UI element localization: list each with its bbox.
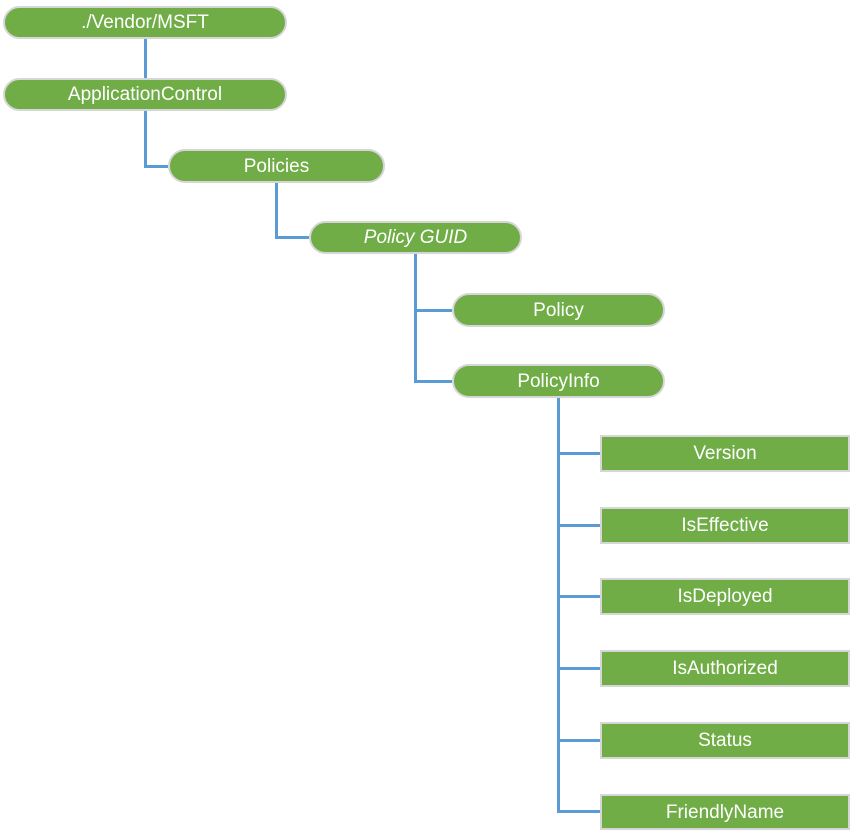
- node-policy-info: PolicyInfo: [452, 364, 665, 398]
- node-is-authorized: IsAuthorized: [600, 650, 850, 687]
- node-version: Version: [600, 435, 850, 472]
- connector-policies-to-policyguid-horizontal: [275, 236, 309, 239]
- connector-policyguid-trunk-vertical: [414, 254, 417, 383]
- node-policy-guid: Policy GUID: [309, 221, 522, 254]
- connector-policies-to-policyguid-vertical: [275, 183, 278, 239]
- connector-policyinfo-trunk-vertical: [557, 398, 560, 813]
- node-friendly-name: FriendlyName: [600, 794, 850, 830]
- connector-applicationcontrol-to-policies-horizontal: [143, 164, 168, 168]
- connector-policyinfo-to-isauthorized: [557, 667, 600, 670]
- connector-policyinfo-to-friendlyname: [557, 810, 600, 813]
- node-application-control: ApplicationControl: [3, 78, 287, 111]
- connector-policyguid-to-policy: [414, 308, 452, 312]
- node-policies: Policies: [168, 149, 385, 183]
- connector-vendor-to-applicationcontrol: [143, 39, 147, 78]
- connector-policyinfo-to-status: [557, 739, 600, 742]
- node-is-effective: IsEffective: [600, 507, 850, 544]
- node-is-deployed: IsDeployed: [600, 578, 850, 615]
- node-vendor-msft: ./Vendor/MSFT: [3, 6, 287, 39]
- node-status: Status: [600, 722, 850, 759]
- connector-applicationcontrol-to-policies-vertical: [143, 111, 147, 168]
- connector-policyinfo-to-version: [557, 452, 600, 455]
- node-policy: Policy: [452, 293, 665, 327]
- connector-policyinfo-to-isdeployed: [557, 595, 600, 598]
- connector-policyguid-to-policyinfo: [414, 379, 452, 383]
- connector-policyinfo-to-iseffective: [557, 524, 600, 527]
